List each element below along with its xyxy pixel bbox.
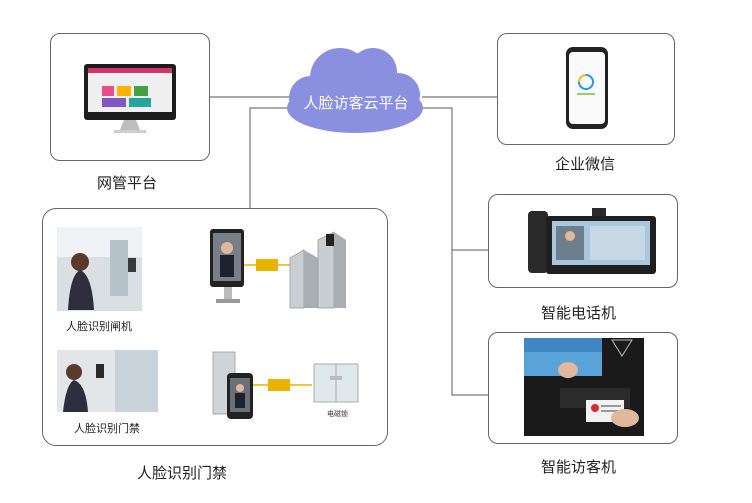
cloud-platform-label: 人脸访客云平台: [303, 94, 409, 112]
net-mgmt-label: 网管平台: [97, 174, 158, 192]
line-cloud-right-trunk: [420, 107, 488, 396]
wecom-label: 企业微信: [555, 155, 616, 173]
mag-lock-caption: 电磁锁: [327, 410, 348, 418]
face-access-label: 人脸识别门禁: [137, 464, 228, 482]
face-door-caption: 人脸识别门禁: [74, 422, 140, 435]
smart-phone-label: 智能电话机: [541, 304, 617, 322]
face-gate-caption: 人脸识别闸机: [66, 320, 132, 333]
line-cloud-face-access: [249, 107, 292, 208]
smart-visitor-label: 智能访客机: [541, 458, 617, 476]
